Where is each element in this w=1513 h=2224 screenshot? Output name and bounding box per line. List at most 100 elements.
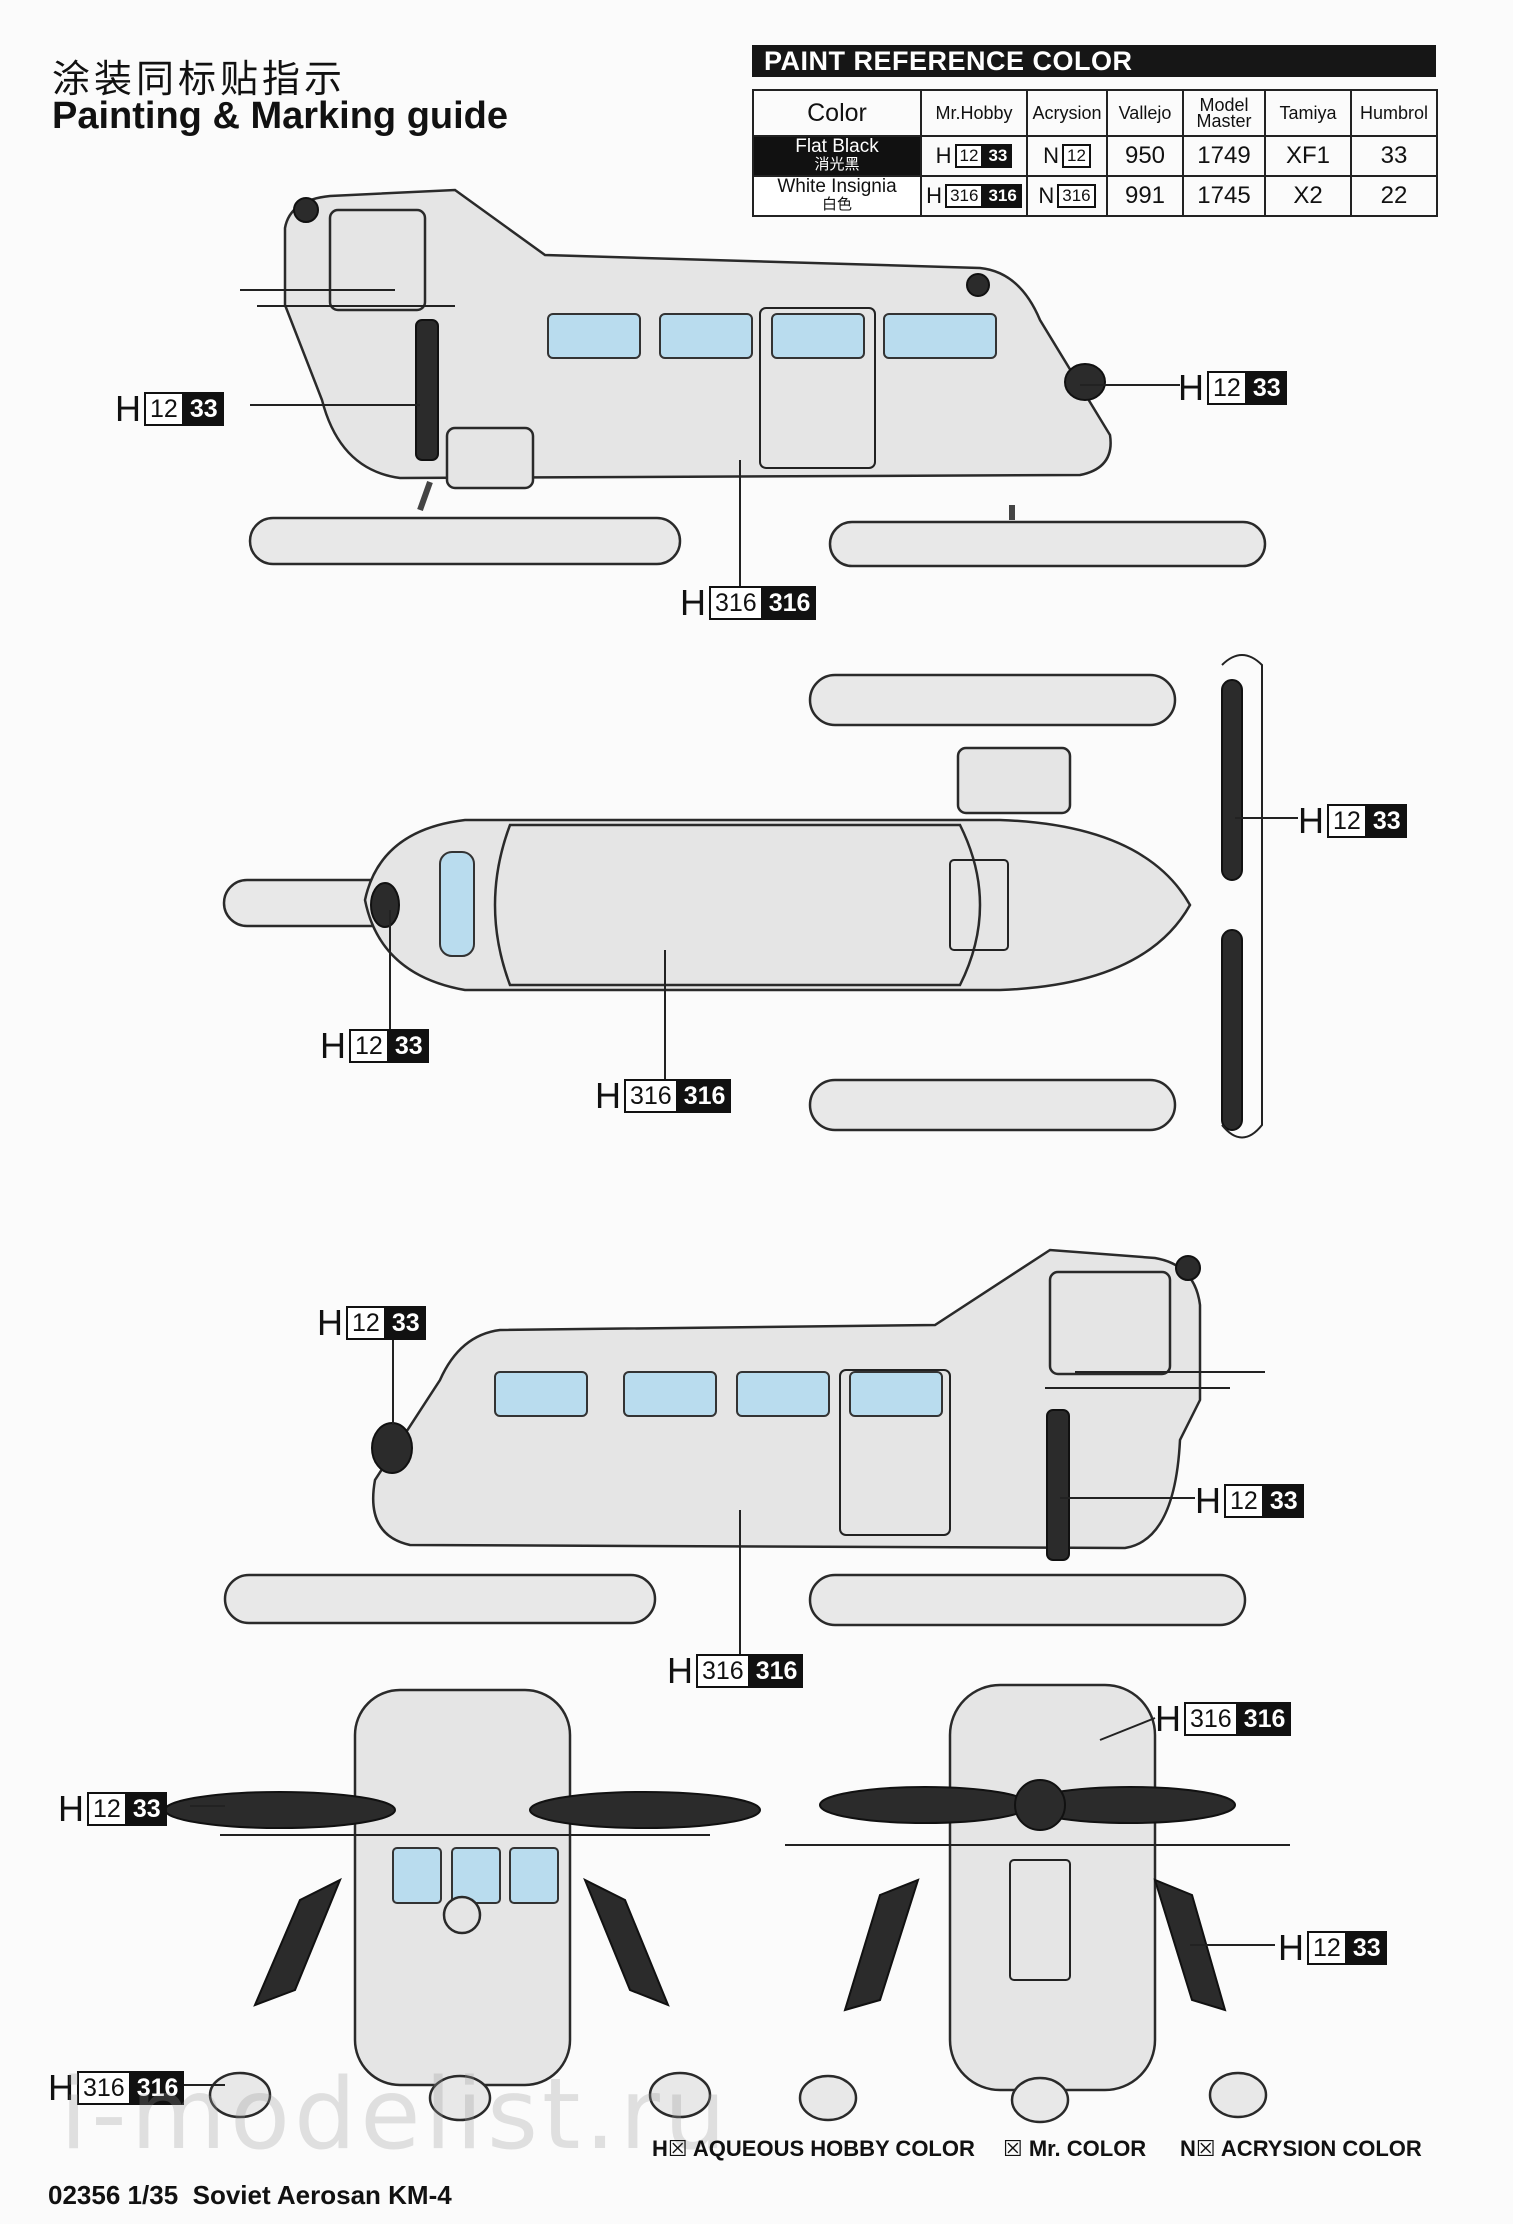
- column-header: Tamiya: [1264, 89, 1352, 137]
- table-header-row: Color Mr.Hobby Acrysion Vallejo Model Ma…: [752, 89, 1438, 137]
- code-box-dark: 33: [1346, 1931, 1387, 1965]
- color-callout: H 12 33: [1298, 800, 1407, 842]
- color-callout: H 12 33: [1195, 1480, 1304, 1522]
- color-swatch-white-insignia: White Insignia 白色: [752, 175, 922, 217]
- color-name-cn: 白色: [821, 196, 852, 213]
- color-callout: H 12 33: [317, 1302, 426, 1344]
- column-header: Mr.Hobby: [920, 89, 1028, 137]
- code-box-dark: 33: [126, 1792, 167, 1826]
- code-box-dark: 33: [1263, 1484, 1304, 1518]
- code-box: 316: [945, 184, 984, 208]
- mr-hobby-cell: H 316 316: [920, 175, 1028, 217]
- code-prefix: H: [58, 1788, 84, 1829]
- mr-hobby-cell: H 12 33: [920, 135, 1028, 177]
- acrysion-cell: N 316: [1026, 175, 1108, 217]
- code-prefix: H: [1178, 367, 1204, 408]
- aerosan-right-side-view: [223, 1248, 1265, 1627]
- color-callout: H 12 33: [1278, 1927, 1387, 1969]
- color-callout: H 12 33: [1178, 367, 1287, 409]
- code-prefix: H: [1298, 800, 1324, 841]
- aerosan-left-side-view: [240, 188, 1267, 568]
- code-box-dark: 33: [983, 144, 1013, 168]
- aerosan-front-view: [164, 1688, 761, 2122]
- callout-leader-lines: [175, 384, 1298, 2086]
- humbrol-cell: 22: [1350, 175, 1438, 217]
- column-header: Color: [752, 89, 922, 137]
- kit-footer: 02356 1/35 Soviet Aerosan KM-4: [48, 2180, 452, 2211]
- code-box-dark: 316: [1237, 1702, 1292, 1736]
- cross-box-icon: ☒: [1195, 2136, 1216, 2161]
- code-box: 316: [624, 1079, 678, 1113]
- color-callout: H 316 316: [667, 1650, 804, 1692]
- code-box: 12: [1061, 144, 1091, 168]
- code-prefix: N: [1038, 183, 1055, 208]
- code-box: 12: [1224, 1484, 1264, 1518]
- paint-reference-table: Color Mr.Hobby Acrysion Vallejo Model Ma…: [752, 89, 1438, 217]
- code-prefix: H: [926, 183, 943, 208]
- model-master-cell: 1745: [1182, 175, 1266, 217]
- code-box: 316: [709, 586, 763, 620]
- color-callout: H 12 33: [320, 1025, 429, 1067]
- code-box-dark: 316: [130, 2071, 185, 2105]
- acrysion-cell: N 12: [1026, 135, 1108, 177]
- tamiya-cell: XF1: [1264, 135, 1352, 177]
- legend-prefix: H: [652, 2136, 668, 2161]
- code-prefix: H: [1155, 1698, 1181, 1739]
- vallejo-cell: 991: [1106, 175, 1184, 217]
- title-chinese: 涂装同标贴指示: [52, 57, 347, 101]
- aerosan-top-view: [222, 654, 1263, 1139]
- legend-label: ACRYSION COLOR: [1220, 2136, 1422, 2161]
- code-box-dark: 33: [1366, 804, 1407, 838]
- code-prefix: H: [317, 1302, 343, 1343]
- legend-label: Mr. COLOR: [1028, 2136, 1147, 2161]
- code-prefix: H: [935, 143, 952, 168]
- legend-item-aqueous: H☒ AQUEOUS HOBBY COLOR: [652, 2136, 975, 2162]
- color-callout: H 316 316: [1155, 1698, 1292, 1740]
- color-callout: H 12 33: [58, 1788, 167, 1830]
- paint-reference-heading: PAINT REFERENCE COLOR: [752, 45, 1436, 77]
- color-swatch-flat-black: Flat Black 消光黑: [752, 135, 922, 177]
- model-master-cell: 1749: [1182, 135, 1266, 177]
- kit-name: Soviet Aerosan KM-4: [192, 2180, 452, 2210]
- code-prefix: H: [1278, 1927, 1304, 1968]
- code-box-dark: 316: [749, 1654, 804, 1688]
- vallejo-cell: 950: [1106, 135, 1184, 177]
- code-box: 12: [1327, 804, 1367, 838]
- code-prefix: H: [680, 582, 706, 623]
- watermark: i-modelist.ru: [60, 2058, 731, 2172]
- aerosan-rear-view: [785, 1683, 1290, 2124]
- kit-code: 02356: [48, 2180, 121, 2210]
- kit-scale: 1/35: [127, 2180, 179, 2210]
- title-english: Painting & Marking guide: [52, 95, 509, 137]
- code-prefix: H: [48, 2067, 74, 2108]
- column-header: Acrysion: [1026, 89, 1108, 137]
- table-row: White Insignia 白色 H 316 316 N 316 991 17…: [752, 175, 1438, 217]
- color-callout: H 316 316: [595, 1075, 732, 1117]
- code-prefix: H: [595, 1075, 621, 1116]
- code-prefix: H: [667, 1650, 693, 1691]
- code-box-dark: 316: [983, 184, 1022, 208]
- code-box: 12: [144, 392, 184, 426]
- legend-item-acrysion: N☒ ACRYSION COLOR: [1180, 2136, 1422, 2162]
- code-prefix: N: [1043, 143, 1059, 168]
- code-box: 12: [346, 1306, 386, 1340]
- color-name: White Insignia: [777, 176, 897, 197]
- code-box: 12: [1207, 371, 1247, 405]
- code-box-dark: 33: [183, 392, 224, 426]
- code-box: 12: [87, 1792, 127, 1826]
- cross-box-icon: ☒: [1003, 2136, 1023, 2161]
- column-header: Vallejo: [1106, 89, 1184, 137]
- color-callout: H 12 33: [115, 388, 224, 430]
- code-box: 316: [696, 1654, 750, 1688]
- code-box: 12: [954, 144, 984, 168]
- table-row: Flat Black 消光黑 H 12 33 N 12 950 1749 XF1…: [752, 135, 1438, 177]
- humbrol-cell: 33: [1350, 135, 1438, 177]
- color-name-cn: 消光黑: [814, 156, 860, 173]
- cross-box-icon: ☒: [667, 2136, 688, 2161]
- code-box-dark: 316: [677, 1079, 732, 1113]
- color-callout: H 316 316: [680, 582, 817, 624]
- code-box: 12: [1307, 1931, 1347, 1965]
- code-prefix: H: [115, 388, 141, 429]
- legend-item-mr-color: ☒ Mr. COLOR: [1003, 2136, 1146, 2162]
